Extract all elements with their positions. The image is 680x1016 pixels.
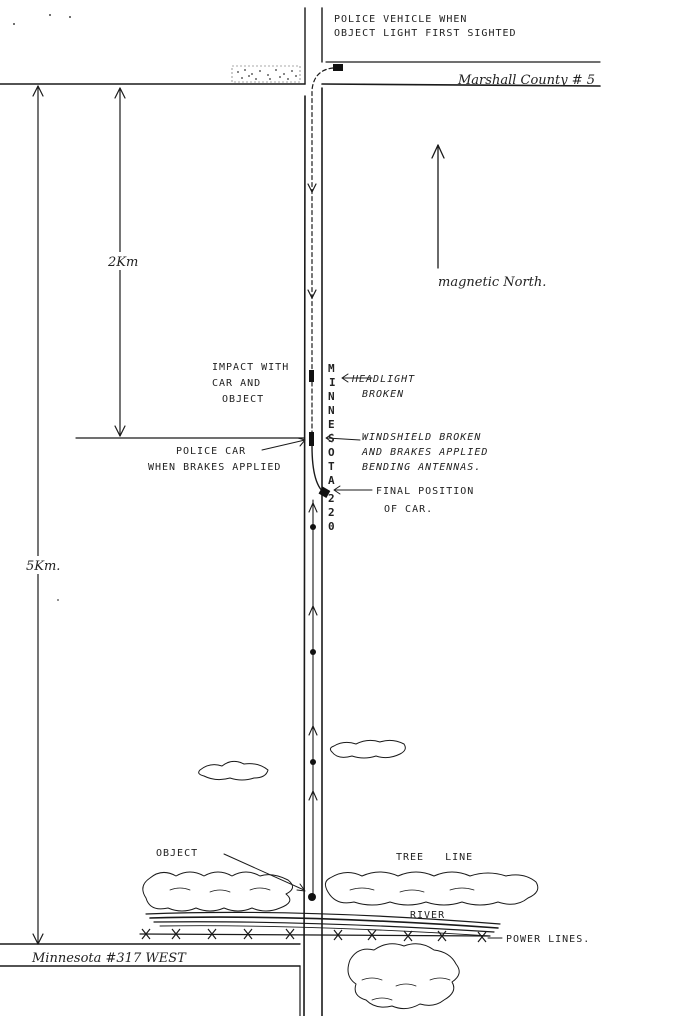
marshall-county-road (0, 61, 601, 87)
river-label: RIVER (410, 910, 445, 921)
gravel-patch (231, 65, 301, 83)
dimension-2km (75, 87, 305, 439)
dimension-5km (22, 85, 66, 945)
windshield-label-line2: AND BRAKES APPLIED (361, 447, 488, 458)
bushes-bottom (347, 943, 460, 1010)
road-letter: I (329, 376, 336, 389)
road-letter: N (328, 390, 335, 403)
corner-specks (13, 14, 71, 601)
road-letter: S (328, 432, 335, 445)
police-car-label-line2: WHEN BRAKES APPLIED (148, 462, 281, 473)
police-car-label-line1: POLICE CAR (176, 446, 246, 457)
cloud-left (198, 760, 269, 781)
road-digit: 0 (328, 520, 335, 533)
police-car-path (307, 67, 334, 498)
tree-line-label: TREE LINE (396, 852, 473, 863)
cloud-right (329, 739, 406, 759)
road-digit: 2 (328, 492, 335, 505)
final-position-label-line1: FINAL POSITION (376, 486, 474, 497)
distance-2km-label: 2Km (107, 255, 138, 270)
windshield-label-line3: BENDING ANTENNAS. (362, 462, 481, 473)
power-lines (139, 928, 491, 943)
impact-label-line2: CAR AND (212, 378, 261, 389)
power-lines-label: POWER LINES. (506, 934, 590, 945)
headlight-label-line2: BROKEN (362, 389, 404, 400)
tree-line-left (142, 871, 293, 912)
road-name-minnesota: M I N N E S O T A (328, 362, 336, 487)
marshall-county-label: Marshall County # 5 (457, 73, 595, 88)
road-letter: O (328, 446, 335, 459)
object-label: OBJECT (156, 848, 198, 859)
headlight-label-line1: HEADLIGHT (351, 374, 415, 385)
minnesota-317-label: Minnesota #317 WEST (31, 951, 187, 966)
distance-5km-label: 5Km. (26, 559, 60, 574)
impact-label-line3: OBJECT (222, 394, 264, 405)
road-letter: M (328, 362, 335, 375)
minnesota-220-road (303, 7, 323, 1016)
road-digit: 2 (328, 506, 335, 519)
road-number-220: 2 2 0 (328, 492, 335, 533)
tree-line-right (324, 871, 539, 906)
police-vehicle-label-line2: OBJECT LIGHT FIRST SIGHTED (334, 28, 517, 39)
river (145, 911, 501, 937)
road-letter: N (328, 404, 335, 417)
impact-label-line1: IMPACT WITH (212, 362, 289, 373)
road-letter: A (328, 474, 335, 487)
police-vehicle-label-line1: POLICE VEHICLE WHEN (334, 14, 467, 25)
label-pointers (223, 373, 503, 939)
magnetic-north-arrow-icon (431, 144, 445, 269)
object-path (308, 499, 318, 901)
road-letter: E (328, 418, 335, 431)
magnetic-north-label: magnetic North. (438, 275, 546, 290)
windshield-label-line1: WINDSHIELD BROKEN (362, 432, 481, 443)
minnesota-317-road (0, 943, 301, 1016)
police-vehicle-start-marker (333, 64, 343, 71)
final-position-label-line2: OF CAR. (384, 504, 433, 515)
road-letter: T (328, 460, 335, 473)
